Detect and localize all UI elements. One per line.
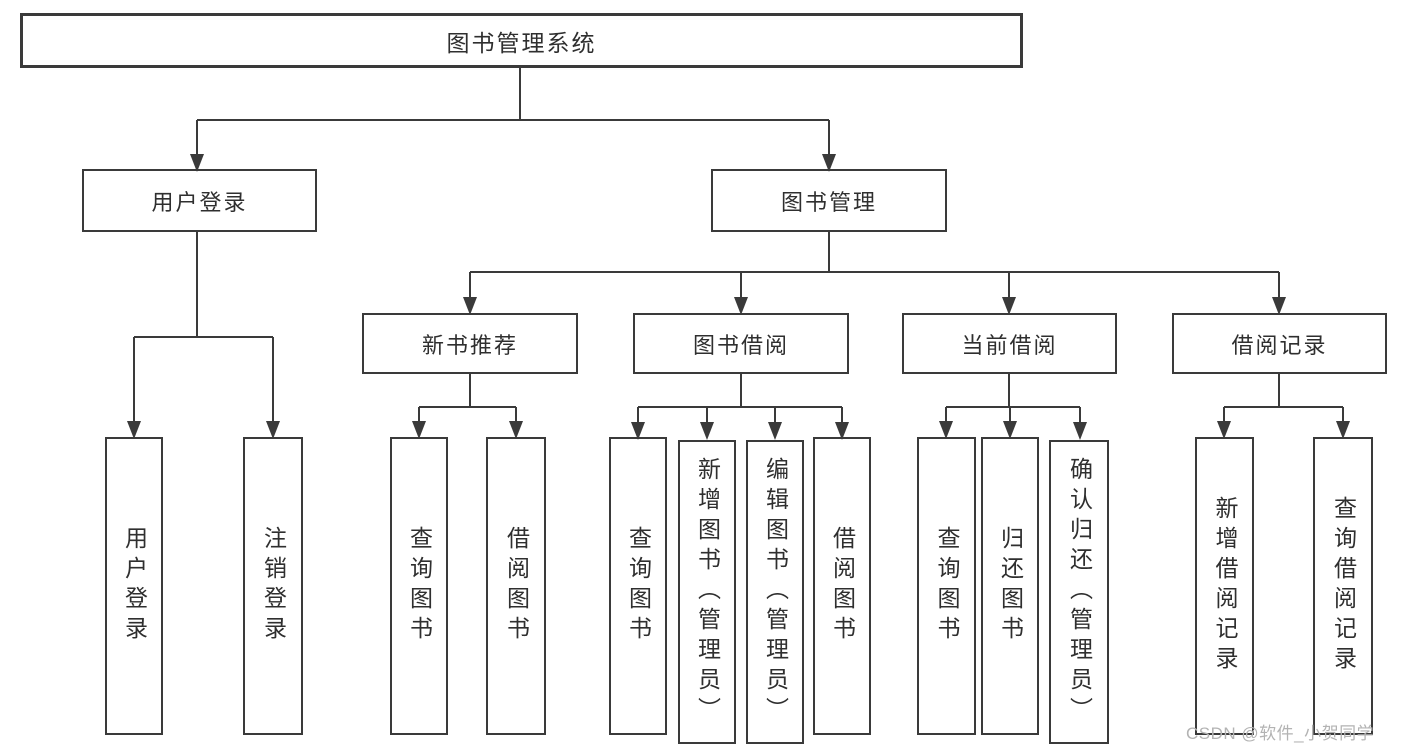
leaf-records-query-record: 查询借阅记录 [1313,437,1373,735]
leaf-recommend-query-books: 查询图书 [390,437,448,735]
arrowhead [768,422,782,440]
watermark: CSDN @软件_小贺同学 [1186,724,1375,743]
connector-borrowing-to-leaves [637,374,843,422]
connector-bookmgmt-to-level3 [469,232,1280,297]
connector-current-to-leaves [945,374,1081,422]
leaf-current-confirm-return-admin: 确认归还（管理员） [1049,440,1109,744]
leaf-borrow-borrow-books: 借阅图书 [813,437,871,735]
arrowhead [1073,422,1087,440]
connector-records-to-leaves [1223,374,1344,422]
arrowhead [700,422,714,440]
leaf-user-login: 用户登录 [105,437,163,735]
connector-recommend-to-leaves [418,374,517,422]
node-book-borrowing: 图书借阅 [633,313,849,374]
leaf-logout: 注销登录 [243,437,303,735]
connector-userlogin-to-leaves [133,232,274,422]
leaf-records-add-record: 新增借阅记录 [1195,437,1254,735]
leaf-borrow-add-books-admin: 新增图书（管理员） [678,440,736,744]
leaf-recommend-borrow-books: 借阅图书 [486,437,546,735]
connector-root-to-level2 [196,68,830,154]
node-borrowing-records: 借阅记录 [1172,313,1387,374]
node-book-management: 图书管理 [711,169,947,232]
node-root: 图书管理系统 [20,13,1023,68]
node-new-book-recommendation: 新书推荐 [362,313,578,374]
leaf-borrow-edit-books-admin: 编辑图书（管理员） [746,440,804,744]
leaf-borrow-query-books: 查询图书 [609,437,667,735]
node-current-borrowing: 当前借阅 [902,313,1117,374]
leaf-current-query-books: 查询图书 [917,437,976,735]
leaf-current-return-books: 归还图书 [981,437,1039,735]
node-user-login: 用户登录 [82,169,317,232]
